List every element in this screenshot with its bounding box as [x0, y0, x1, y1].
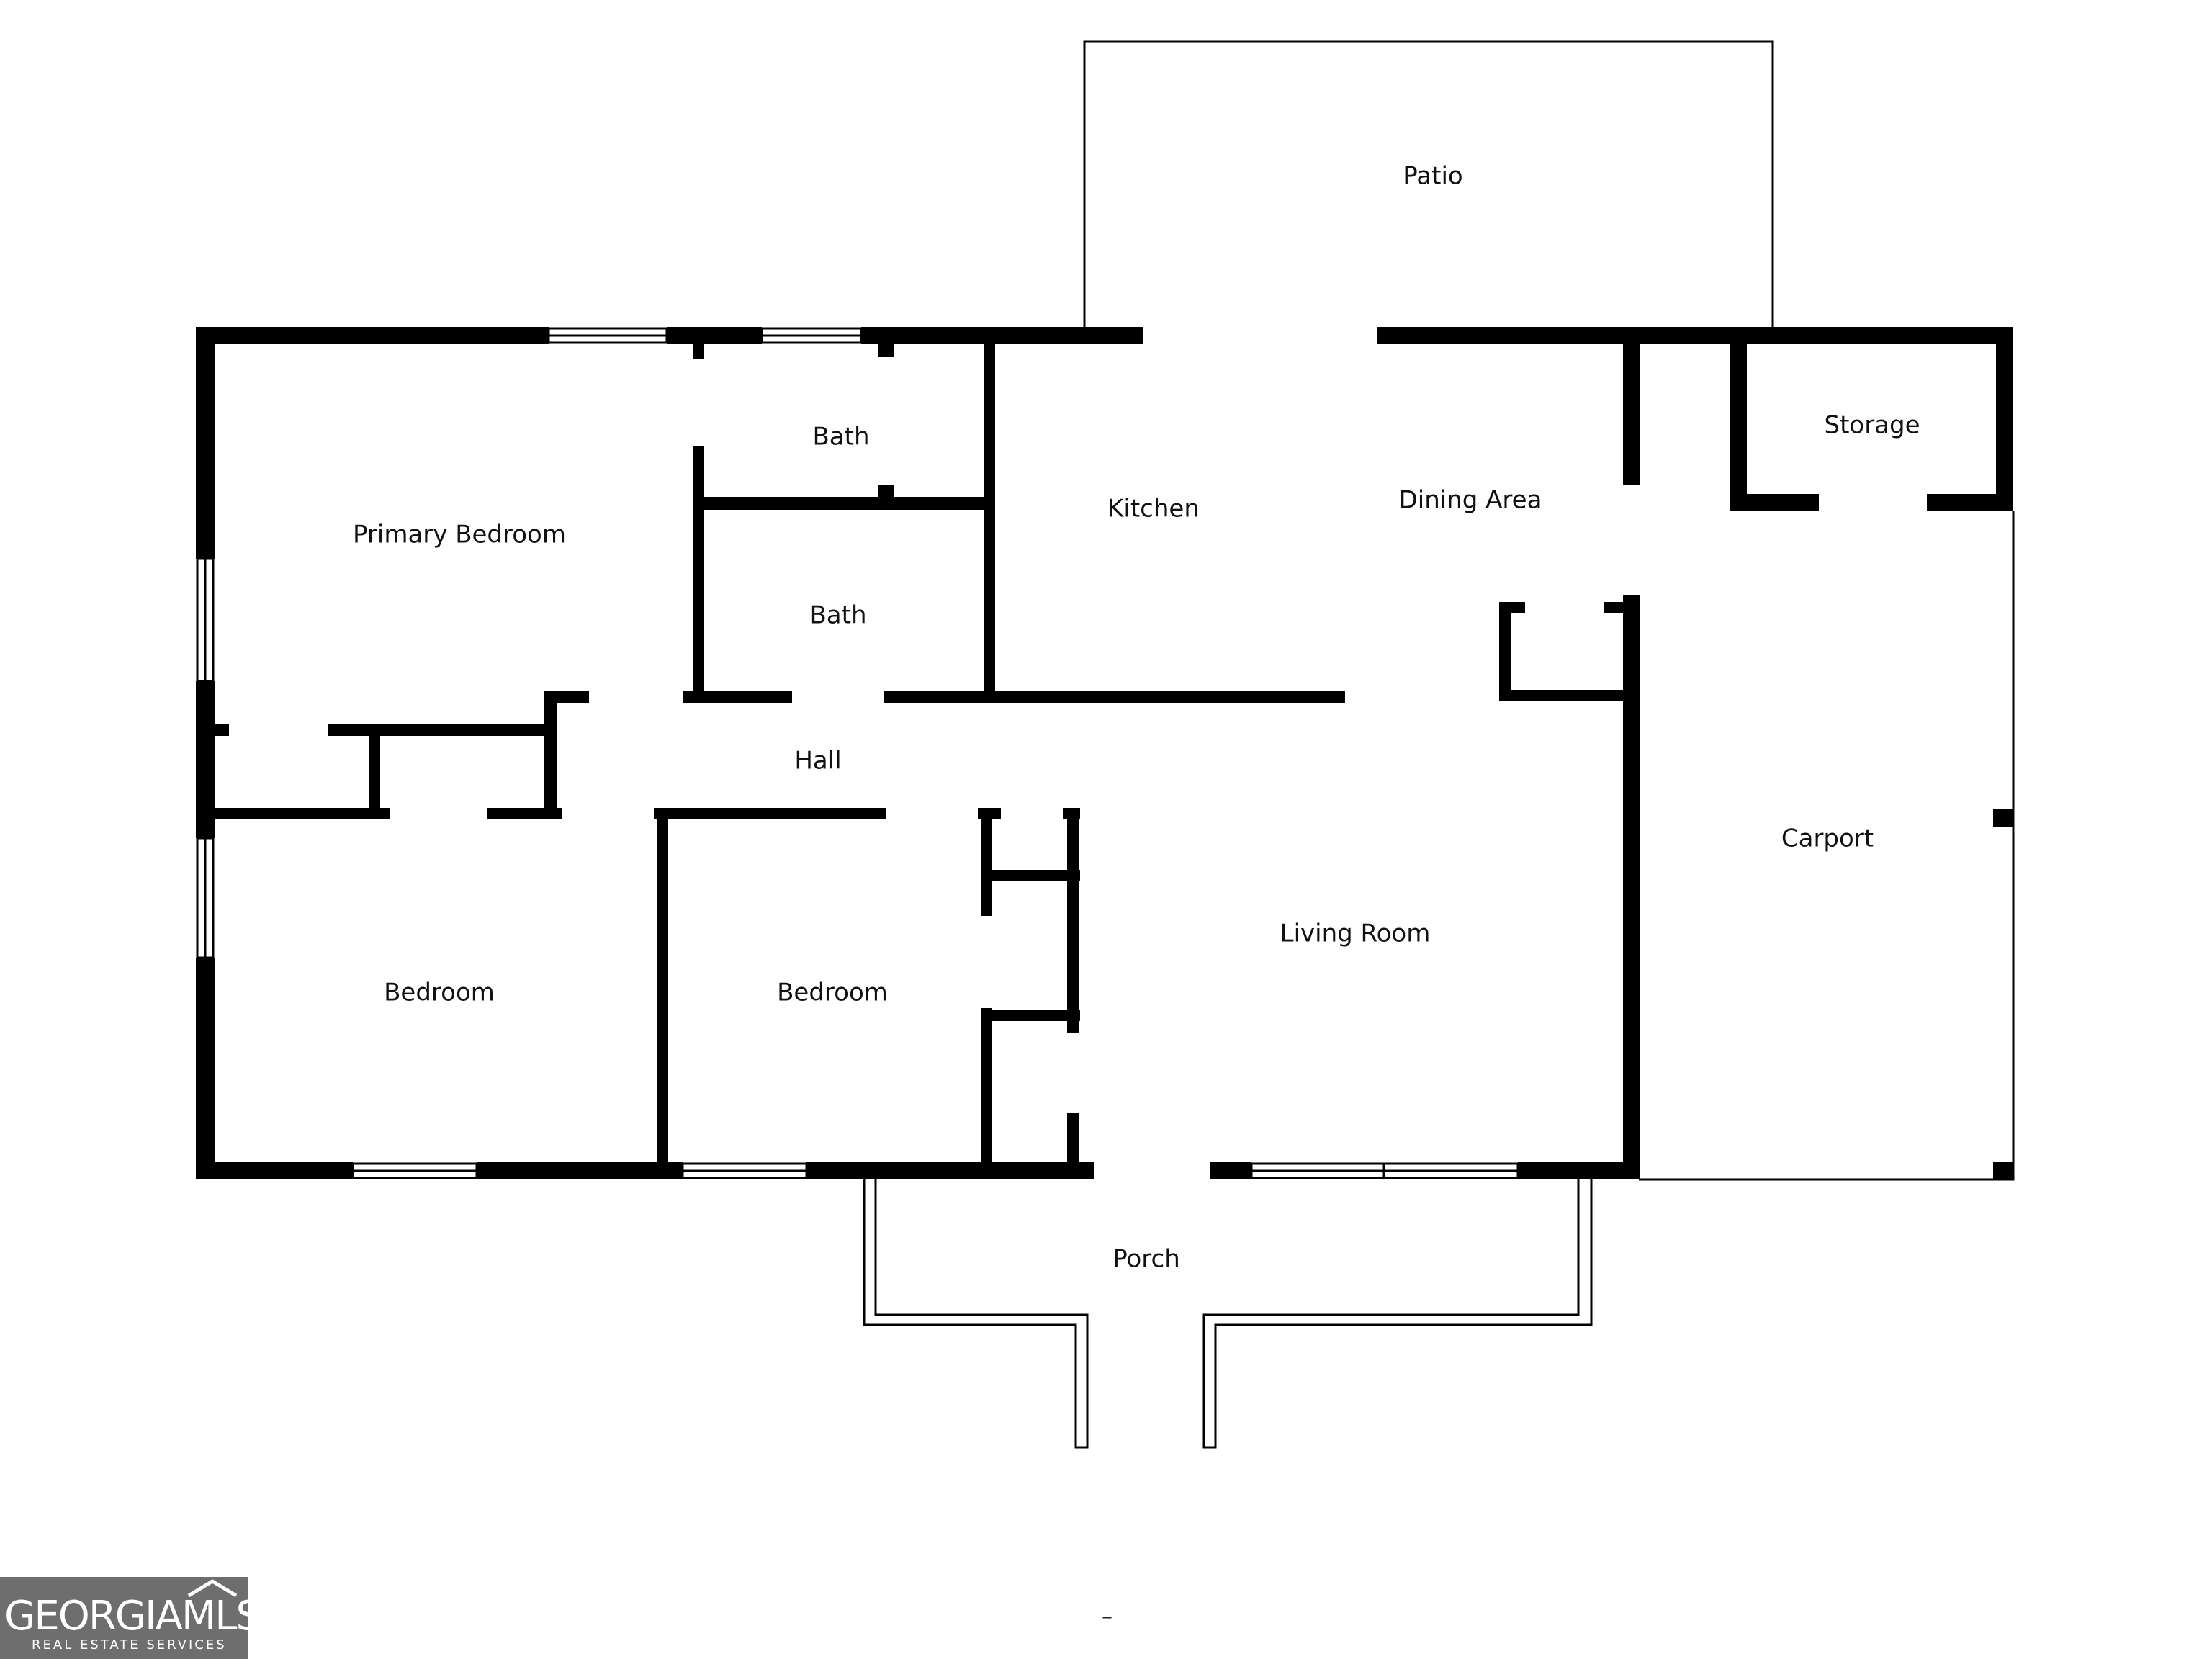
room-label-bedroom-middle: Bedroom — [777, 979, 888, 1007]
room-label-dining-area: Dining Area — [1399, 486, 1542, 515]
logo-subtext: REAL ESTATE SERVICES — [32, 1637, 227, 1653]
room-label-storage: Storage — [1824, 411, 1920, 440]
walls — [196, 327, 2013, 1179]
room-label-primary-bedroom: Primary Bedroom — [353, 521, 566, 549]
georgiamls-logo: GEORGIAMLS REAL ESTATE SERVICES — [0, 1577, 261, 1659]
logo-text: GEORGIAMLS — [4, 1593, 261, 1640]
room-label-bedroom-left: Bedroom — [384, 979, 495, 1007]
room-label-porch: Porch — [1112, 1245, 1180, 1274]
room-label-patio: Patio — [1403, 162, 1462, 191]
footer-mark: – — [1102, 1604, 1112, 1629]
room-label-bath-upper: Bath — [812, 423, 869, 451]
porch-outline — [863, 1179, 1593, 1449]
room-label-carport: Carport — [1781, 824, 1874, 853]
room-label-kitchen: Kitchen — [1107, 495, 1200, 523]
room-label-bath-lower: Bath — [809, 601, 866, 630]
roof-icon — [187, 1579, 238, 1597]
room-label-hall: Hall — [794, 747, 841, 775]
patio-outline — [1083, 40, 1774, 333]
room-label-living-room: Living Room — [1280, 920, 1431, 948]
windows — [196, 327, 1519, 1179]
